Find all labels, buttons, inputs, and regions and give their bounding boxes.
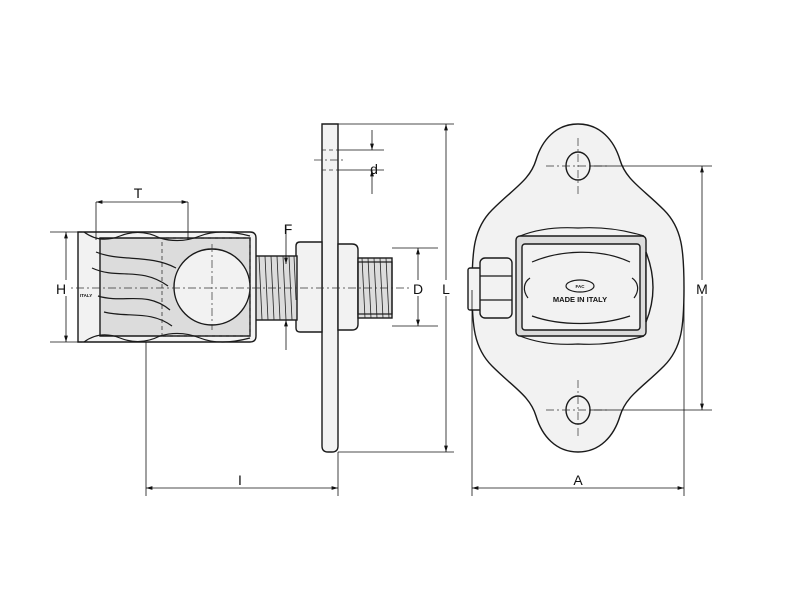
side-view: ITALY (60, 123, 410, 453)
front-view: FAC MADE IN ITALY (467, 123, 685, 453)
dim-label-T: T (134, 185, 143, 201)
front-view-dimensions: M A (471, 165, 712, 496)
side-stamp-text: ITALY (80, 293, 92, 298)
hinge-body-side: ITALY (77, 231, 257, 343)
dim-label-F: F (284, 221, 293, 237)
dim-label-H: H (56, 281, 66, 297)
brand-stamp: FAC (576, 284, 586, 289)
origin-stamp: MADE IN ITALY (553, 295, 607, 304)
hinge-body-front: FAC MADE IN ITALY (515, 227, 654, 345)
dim-label-I: I (238, 472, 242, 488)
hex-nut-front (467, 257, 513, 319)
mounting-plate-side (314, 123, 346, 453)
plate-collar (295, 241, 359, 333)
side-view-dimensions: T F H D L d I (50, 123, 454, 496)
dim-label-L: L (442, 281, 450, 297)
dim-label-M: M (696, 281, 708, 297)
dim-label-A: A (573, 472, 583, 488)
dim-label-d: d (370, 161, 378, 177)
dim-label-D: D (413, 281, 423, 297)
